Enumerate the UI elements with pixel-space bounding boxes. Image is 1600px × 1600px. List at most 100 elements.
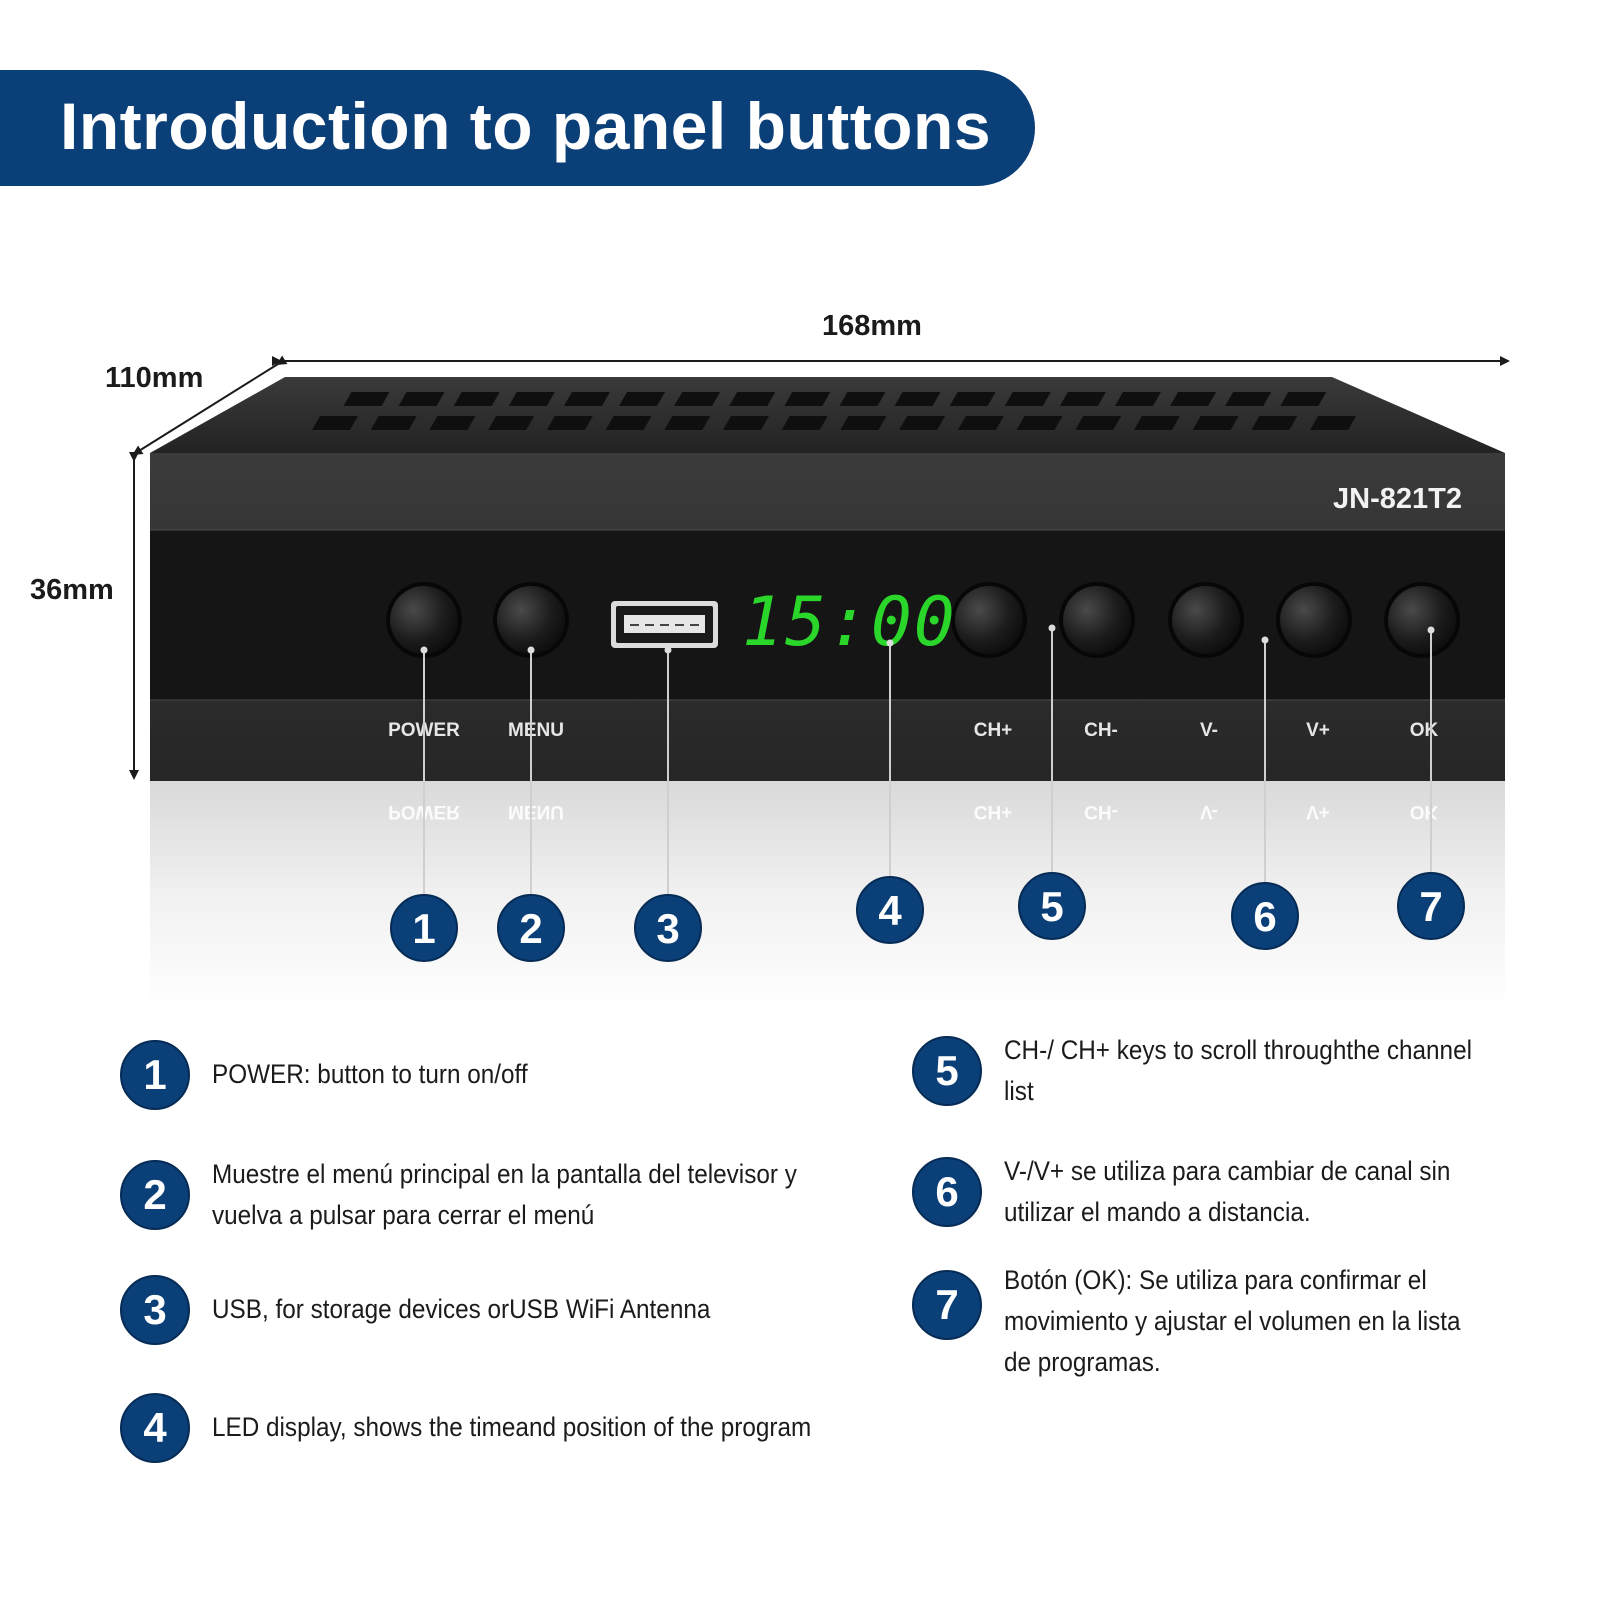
vent-slot	[429, 416, 476, 430]
vent-slot	[840, 416, 887, 430]
device-top-face	[150, 377, 1505, 453]
vent-slot	[1075, 416, 1122, 430]
legend-item-3: 3 USB, for storage devices orUSB WiFi Ant…	[120, 1275, 862, 1345]
callout-number: 7	[1419, 883, 1442, 930]
legend-description: Botón (OK): Se utiliza para confirmar el…	[1004, 1265, 1461, 1377]
leader-dot	[527, 646, 535, 654]
vent-slot	[1192, 416, 1239, 430]
vent-slot	[370, 416, 417, 430]
panel-button-power	[390, 586, 458, 654]
callout-badge	[634, 894, 702, 962]
panel-button-menu	[497, 586, 565, 654]
callout-badge	[1018, 872, 1086, 940]
legend-item-7: 7 Botón (OK): Se utiliza para confirmar e…	[912, 1265, 1524, 1383]
button-label: CH+	[974, 720, 1013, 741]
button-label-reflection: V+	[1306, 801, 1330, 822]
vent-slot	[619, 392, 666, 406]
title-banner	[0, 70, 1035, 186]
callout-badge	[1397, 872, 1465, 940]
callout-number: 3	[656, 905, 679, 952]
vent-slot	[1133, 416, 1180, 430]
leader-dot	[1048, 624, 1056, 632]
callout-badge	[390, 894, 458, 962]
page-title: Introduction to panel buttons	[60, 89, 992, 163]
panel-button-ch-plus	[955, 586, 1023, 654]
vent-slot	[729, 392, 776, 406]
vent-slot	[563, 392, 610, 406]
legend-number-badge: 5	[912, 1036, 982, 1106]
vent-slot	[605, 416, 652, 430]
button-label: V+	[1306, 720, 1330, 741]
vent-slot	[1016, 416, 1063, 430]
callout-number: 5	[1040, 883, 1063, 930]
callout-number: 4	[878, 887, 902, 934]
vent-slot	[949, 392, 996, 406]
vent-slot	[546, 416, 593, 430]
button-label: CH-	[1084, 720, 1118, 741]
ventilation-slots	[312, 392, 1357, 430]
vent-slot	[1280, 392, 1327, 406]
callout-badge	[497, 894, 565, 962]
legend-number-badge: 2	[120, 1160, 190, 1230]
height-dimension-label: 36mm	[30, 574, 114, 606]
vent-slot	[664, 416, 711, 430]
leader-dot	[664, 646, 672, 654]
panel-button-ok	[1388, 586, 1456, 654]
button-label-reflection: CH+	[974, 801, 1013, 822]
callout-badge	[1231, 882, 1299, 950]
vent-slot	[1004, 392, 1051, 406]
legend-number-badge: 3	[120, 1275, 190, 1345]
vent-slot	[722, 416, 769, 430]
leader-dot	[1427, 626, 1435, 634]
button-label: OK	[1410, 720, 1439, 741]
led-time-display: 15:00	[742, 583, 957, 662]
vent-slot	[1251, 416, 1298, 430]
button-label-reflection: OK	[1410, 801, 1439, 822]
legend-number-badge: 6	[912, 1157, 982, 1227]
depth-dimension-arrow	[132, 355, 288, 456]
width-dimension-label: 168mm	[822, 310, 922, 342]
legend-item-4: 4 LED display, shows the timeand position…	[120, 1393, 912, 1463]
legend-description: USB, for storage devices orUSB WiFi Ante…	[212, 1294, 711, 1324]
vent-slot	[453, 392, 500, 406]
legend-description: CH-/ CH+ keys to scroll throughthe chann…	[1004, 1035, 1472, 1106]
vent-slot	[781, 416, 828, 430]
vent-slot	[312, 416, 358, 430]
vent-slot	[894, 392, 941, 406]
vent-slot	[784, 392, 831, 406]
leader-dot	[886, 639, 894, 647]
legend-item-2: 2 Muestre el menú principal en la pantall…	[120, 1159, 862, 1236]
vent-slot	[899, 416, 946, 430]
legend-description: V-/V+ se utiliza para cambiar de canal s…	[1004, 1156, 1451, 1227]
legend-item-6: 6 V-/V+ se utiliza para cambiar de canal …	[912, 1156, 1524, 1233]
legend-description: POWER: button to turn on/off	[212, 1059, 528, 1089]
vent-slot	[1114, 392, 1161, 406]
button-label-reflection: CH-	[1084, 801, 1118, 822]
panel-button-v-plus	[1280, 586, 1348, 654]
vent-slot	[343, 392, 390, 406]
vent-slot	[398, 392, 445, 406]
vent-slot	[508, 392, 555, 406]
legend-description: LED display, shows the timeand position …	[212, 1412, 812, 1442]
legend-number-badge: 7	[912, 1270, 982, 1340]
vent-slot	[957, 416, 1004, 430]
vent-slot	[1059, 392, 1106, 406]
model-label: JN-821T2	[1333, 483, 1462, 515]
leader-dot	[1261, 636, 1269, 644]
legend-number-badge: 4	[120, 1393, 190, 1463]
vent-slot	[488, 416, 535, 430]
vent-slot	[1170, 392, 1217, 406]
button-label-reflection: V-	[1200, 801, 1218, 822]
vent-slot	[1310, 416, 1357, 430]
button-label: MENU	[508, 720, 564, 741]
callout-number: 6	[1253, 893, 1276, 940]
callout-badge	[856, 876, 924, 944]
leader-dot	[420, 646, 428, 654]
button-label-reflection: MENU	[508, 801, 564, 822]
panel-button-v-minus	[1172, 586, 1240, 654]
callout-number: 1	[412, 905, 435, 952]
legend-description: Muestre el menú principal en la pantalla…	[212, 1159, 797, 1230]
vent-slot	[839, 392, 886, 406]
